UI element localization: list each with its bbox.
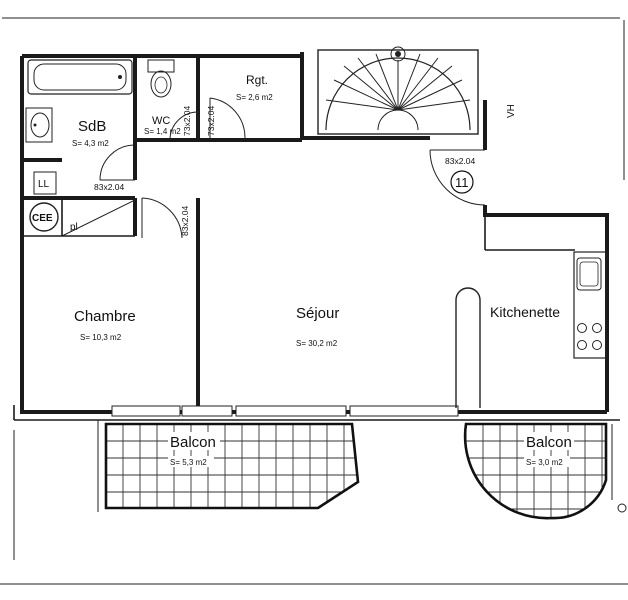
doors bbox=[99, 97, 486, 239]
toilet bbox=[147, 59, 175, 98]
room-sdb-name: SdB bbox=[78, 118, 106, 135]
room-sdb-area: S= 4,3 m2 bbox=[72, 139, 109, 148]
dim-chambre-door-v: 83x2.04 bbox=[180, 205, 190, 236]
dim-wc-door: 73x2.04 bbox=[182, 105, 192, 136]
washing-machine-box bbox=[33, 171, 57, 195]
dim-chambre-door-h: 83x2.04 bbox=[94, 182, 125, 192]
room-wc-name: WC bbox=[152, 115, 170, 127]
room-balcon-right-name: Balcon bbox=[526, 434, 572, 451]
bathtub bbox=[27, 59, 133, 95]
interior-walls bbox=[22, 56, 430, 408]
dim-rgt-door: 73x2.04 bbox=[206, 105, 216, 136]
room-balcon-left-area: S= 5,3 m2 bbox=[170, 458, 207, 467]
apartment-number: 11 bbox=[455, 175, 469, 190]
room-rgt-area: S= 2,6 m2 bbox=[236, 93, 273, 102]
balcon-left-area-bg bbox=[168, 456, 214, 467]
cee-label: CEE bbox=[32, 213, 53, 224]
exterior-walls bbox=[13, 52, 620, 421]
balcon-left-label-bg bbox=[168, 432, 220, 450]
placard-diagonal bbox=[61, 199, 136, 237]
room-chambre-name: Chambre bbox=[74, 308, 136, 325]
balcon-right-area-bg bbox=[524, 456, 570, 467]
washbasin bbox=[25, 107, 53, 143]
room-balcon-right-area: S= 3,0 m2 bbox=[526, 458, 563, 467]
apartment-number-badge bbox=[450, 170, 474, 194]
edge-marker bbox=[617, 503, 627, 513]
vh-label: VH bbox=[506, 104, 517, 118]
balcon-right-label-bg bbox=[524, 432, 574, 450]
room-rgt-name: Rgt. bbox=[246, 73, 268, 87]
staircase bbox=[317, 46, 479, 135]
windows bbox=[111, 405, 459, 417]
room-sejour-name: Séjour bbox=[296, 305, 339, 322]
balcony-left bbox=[97, 420, 360, 512]
room-balcon-left-name: Balcon bbox=[170, 434, 216, 451]
room-kitchenette-name: Kitchenette bbox=[490, 304, 560, 320]
room-chambre-area: S= 10,3 m2 bbox=[80, 333, 122, 342]
placard-label: pl bbox=[70, 222, 78, 233]
column bbox=[455, 287, 481, 408]
dim-entry-door: 83x2.04 bbox=[445, 156, 476, 166]
ll-label: LL bbox=[38, 179, 50, 190]
room-sejour-area: S= 30,2 m2 bbox=[296, 339, 338, 348]
kitchen-counter bbox=[573, 251, 607, 359]
room-wc-area: S= 1,4 m2 bbox=[144, 127, 181, 136]
electrical-panel bbox=[29, 202, 59, 232]
